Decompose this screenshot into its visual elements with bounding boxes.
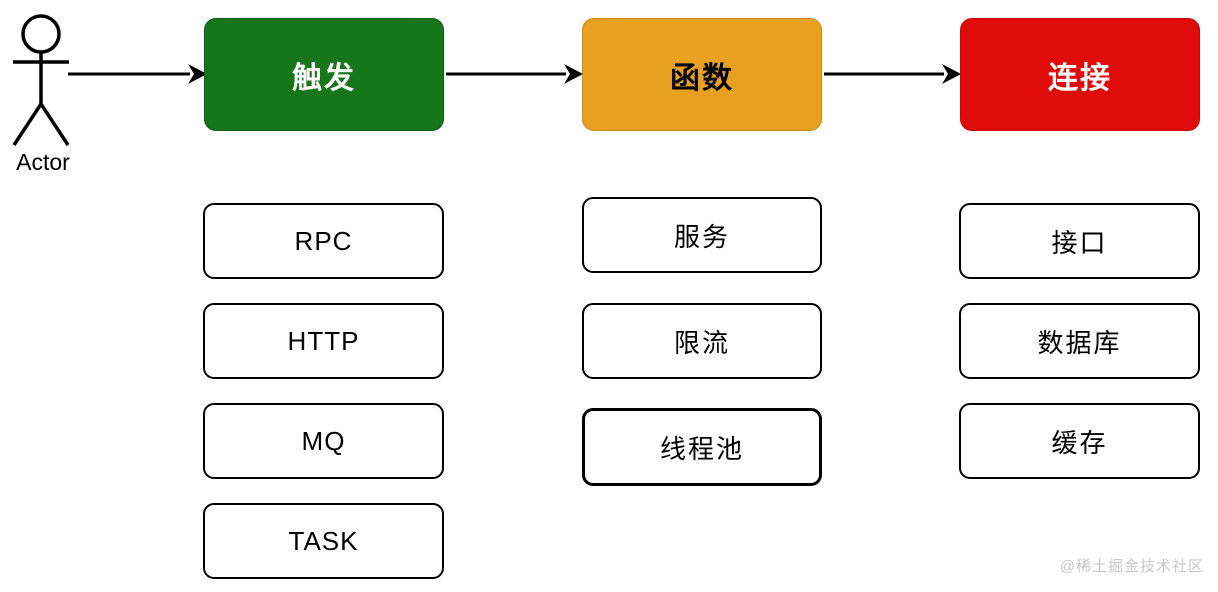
item-box-database[interactable]: 数据库 — [959, 303, 1200, 379]
item-box-cache[interactable]: 缓存 — [959, 403, 1200, 479]
watermark: @稀土掘金技术社区 — [1059, 558, 1204, 575]
actor-group: Actor — [0, 0, 120, 180]
item-box-mq[interactable]: MQ — [203, 403, 444, 479]
item-box-task[interactable]: TASK — [203, 503, 444, 579]
actor-label: Actor — [16, 149, 70, 175]
item-box-interface[interactable]: 接口 — [959, 203, 1200, 279]
stage-box-trigger[interactable]: 触发 — [204, 18, 444, 131]
item-box-thread-pool[interactable]: 线程池 — [582, 408, 822, 486]
item-box-http[interactable]: HTTP — [203, 303, 444, 379]
item-box-rpc[interactable]: RPC — [203, 203, 444, 279]
stick-figure-icon — [12, 14, 70, 146]
stage-box-connect[interactable]: 连接 — [960, 18, 1200, 131]
item-box-rate-limit[interactable]: 限流 — [582, 303, 822, 379]
stage-box-function[interactable]: 函数 — [582, 18, 822, 131]
arrow-right-icon-function-to-connect — [824, 64, 961, 84]
arrow-right-icon-trigger-to-function — [446, 64, 583, 84]
item-box-service[interactable]: 服务 — [582, 197, 822, 273]
arrow-right-icon-actor-to-trigger — [68, 64, 207, 84]
